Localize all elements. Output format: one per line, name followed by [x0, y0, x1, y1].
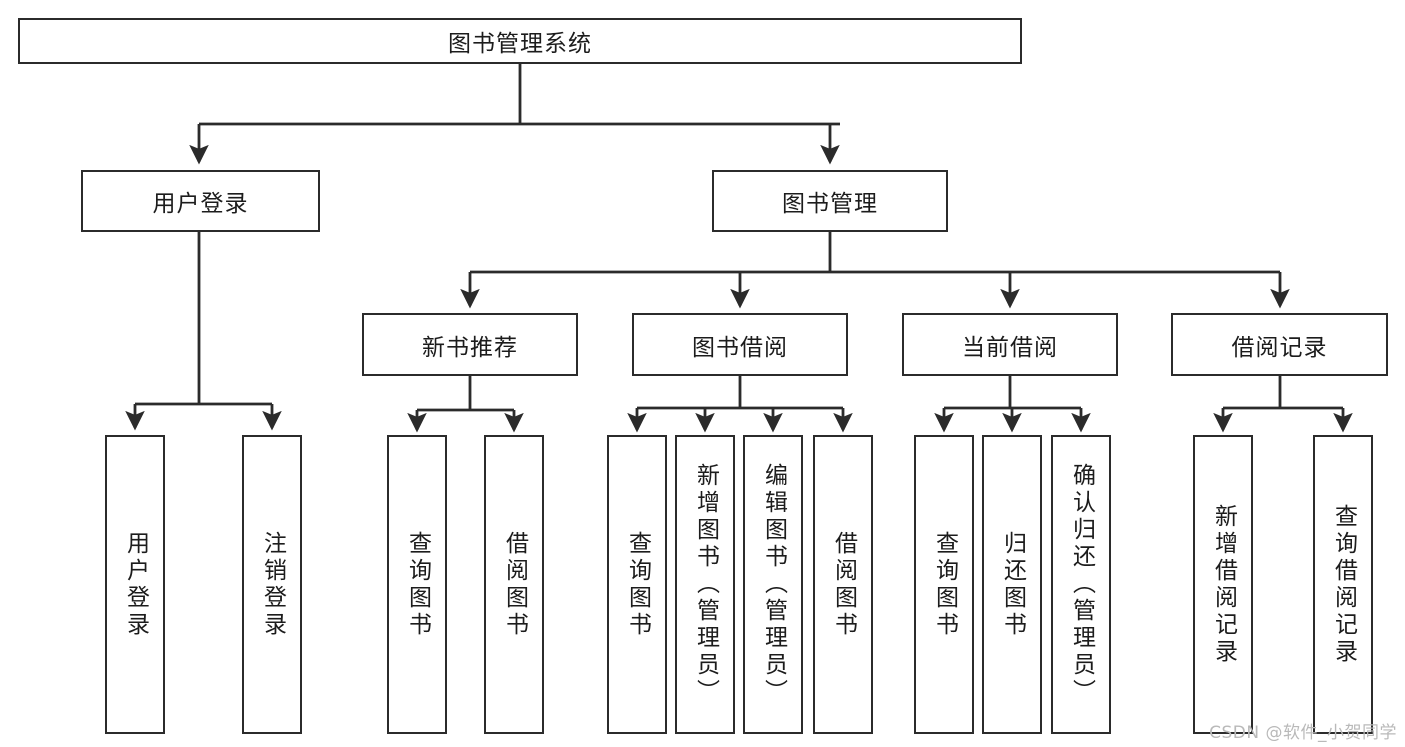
leaf-label: 新增图书（管理员）	[692, 463, 719, 706]
node-book-borrow[interactable]: 图书借阅	[632, 313, 848, 376]
node-borrow-record[interactable]: 借阅记录	[1171, 313, 1388, 376]
node-root-label: 图书管理系统	[448, 31, 592, 57]
leaf-label: 查询图书	[624, 530, 651, 639]
leaf-borrow-record-add-record[interactable]: 新增借阅记录	[1193, 435, 1253, 734]
leaf-label: 归还图书	[999, 530, 1026, 639]
leaf-new-book-borrow-book[interactable]: 借阅图书	[484, 435, 544, 734]
leaf-label: 借阅图书	[830, 530, 857, 639]
leaf-label: 借阅图书	[501, 530, 528, 639]
leaf-book-borrow-edit-book[interactable]: 编辑图书（管理员）	[743, 435, 803, 734]
node-borrow-record-label: 借阅记录	[1231, 334, 1328, 361]
leaf-current-borrow-confirm-return[interactable]: 确认归还（管理员）	[1051, 435, 1111, 734]
leaf-label: 确认归还（管理员）	[1068, 463, 1095, 706]
leaf-label: 新增借阅记录	[1210, 503, 1237, 666]
node-new-book-recommend[interactable]: 新书推荐	[362, 313, 578, 376]
leaf-book-borrow-query-book[interactable]: 查询图书	[607, 435, 667, 734]
leaf-user-login-logout[interactable]: 注销登录	[242, 435, 302, 734]
node-book-borrow-label: 图书借阅	[692, 334, 788, 361]
leaf-book-borrow-add-book[interactable]: 新增图书（管理员）	[675, 435, 735, 734]
node-new-book-recommend-label: 新书推荐	[422, 334, 518, 361]
leaf-current-borrow-query-book[interactable]: 查询图书	[914, 435, 974, 734]
node-root[interactable]: 图书管理系统	[18, 18, 1022, 64]
leaf-label: 用户登录	[122, 530, 149, 639]
leaf-label: 查询借阅记录	[1330, 503, 1357, 666]
node-current-borrow[interactable]: 当前借阅	[902, 313, 1118, 376]
leaf-label: 注销登录	[259, 530, 286, 639]
leaf-new-book-query-book[interactable]: 查询图书	[387, 435, 447, 734]
leaf-book-borrow-borrow-book[interactable]: 借阅图书	[813, 435, 873, 734]
node-book-management-label: 图书管理	[782, 191, 878, 217]
watermark: CSDN @软件_小贺同学	[1209, 723, 1397, 743]
node-book-management[interactable]: 图书管理	[712, 170, 948, 232]
leaf-borrow-record-query-record[interactable]: 查询借阅记录	[1313, 435, 1373, 734]
node-current-borrow-label: 当前借阅	[962, 334, 1058, 361]
node-user-login-label: 用户登录	[152, 191, 249, 217]
leaf-label: 查询图书	[404, 530, 431, 639]
leaf-current-borrow-return-book[interactable]: 归还图书	[982, 435, 1042, 734]
leaf-user-login-login[interactable]: 用户登录	[105, 435, 165, 734]
node-user-login[interactable]: 用户登录	[81, 170, 320, 232]
leaf-label: 查询图书	[931, 530, 958, 639]
leaf-label: 编辑图书（管理员）	[760, 463, 787, 706]
